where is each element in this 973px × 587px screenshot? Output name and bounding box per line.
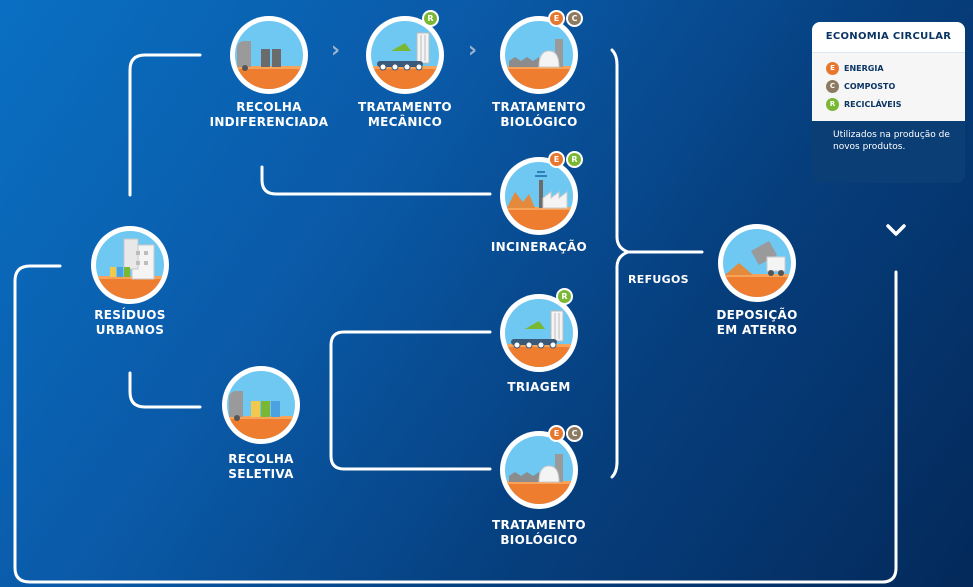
refugos-label: REFUGOS xyxy=(628,273,689,286)
badge-r-icon: R xyxy=(422,10,439,27)
node-label: RESÍDUOS URBANOS xyxy=(94,308,166,337)
legend-item-label: COMPOSTO xyxy=(844,81,896,91)
node-label: TRATAMENTO MECÂNICO xyxy=(358,100,452,129)
node-label: RECOLHA SELETIVA xyxy=(228,452,294,481)
chevron-down-icon[interactable] xyxy=(884,221,908,241)
connector-recolha-indif-to-incineracao xyxy=(260,165,492,196)
badge-e-icon: E xyxy=(548,10,565,27)
node-recolha-indiferenciada[interactable] xyxy=(230,16,308,94)
legend-item: R RECICLÁVEIS xyxy=(826,95,957,113)
node-label: INCINERAÇÃO xyxy=(490,240,588,254)
node-tratamento-mecanico[interactable]: R xyxy=(366,10,444,94)
biodigester-icon xyxy=(509,39,563,68)
badge-e-icon: E xyxy=(548,151,565,168)
legend-items: E ENERGIA C COMPOSTO R RECICLÁVEIS xyxy=(812,52,965,121)
legend-title: ECONOMIA CIRCULAR xyxy=(812,22,965,52)
legend-dot-icon: E xyxy=(826,61,839,75)
badge-c-icon: C xyxy=(566,425,583,442)
arrow-chevron-icon: › xyxy=(468,38,478,63)
legend-dot-icon: R xyxy=(826,97,839,111)
recycling-bins-truck-icon xyxy=(229,391,280,421)
connector-residuos-to-recolha-indif xyxy=(128,53,202,197)
economia-circular-legend: ECONOMIA CIRCULAR E ENERGIA C COMPOSTO R RECI… xyxy=(812,22,965,183)
node-label: TRIAGEM xyxy=(507,380,571,394)
buildings-and-bins-icon xyxy=(110,238,155,280)
badge-r-icon: R xyxy=(566,151,583,168)
node-recolha-seletiva[interactable] xyxy=(222,366,300,444)
legend-dot-icon: C xyxy=(826,79,839,93)
connector-loop-back xyxy=(13,264,898,584)
arrow-chevron-icon: › xyxy=(331,38,341,63)
legend-note: Utilizados na produção de novos produtos… xyxy=(833,130,950,152)
legend-item: E ENERGIA xyxy=(826,59,957,77)
legend-item-label: ENERGIA xyxy=(844,63,884,73)
badge-e-icon: E xyxy=(548,425,565,442)
badge-c-icon: C xyxy=(566,10,583,27)
node-triagem[interactable]: R xyxy=(500,288,578,372)
node-deposicao-em-aterro[interactable] xyxy=(718,224,796,302)
connector-seletiva-branch xyxy=(329,330,492,471)
legend-item-label: RECICLÁVEIS xyxy=(844,99,902,109)
node-label: RECOLHA INDIFERENCIADA xyxy=(209,100,329,129)
biodigester-icon xyxy=(509,454,563,483)
incinerator-factory-icon xyxy=(507,171,568,209)
node-label: DEPOSIÇÃO EM ATERRO xyxy=(716,308,798,337)
legend-item: C COMPOSTO xyxy=(826,77,957,95)
landfill-dump-truck-icon xyxy=(725,241,786,276)
node-residuos-urbanos[interactable] xyxy=(91,226,169,304)
conveyor-belt-icon xyxy=(377,32,430,71)
sorting-conveyor-icon xyxy=(511,310,564,349)
node-label: TRATAMENTO BIOLÓGICO xyxy=(492,100,586,129)
node-label: TRATAMENTO BIOLÓGICO xyxy=(492,518,586,547)
garbage-truck-icon xyxy=(237,41,281,71)
connector-residuos-to-recolha-seletiva xyxy=(128,371,202,409)
badge-r-icon: R xyxy=(556,288,573,305)
